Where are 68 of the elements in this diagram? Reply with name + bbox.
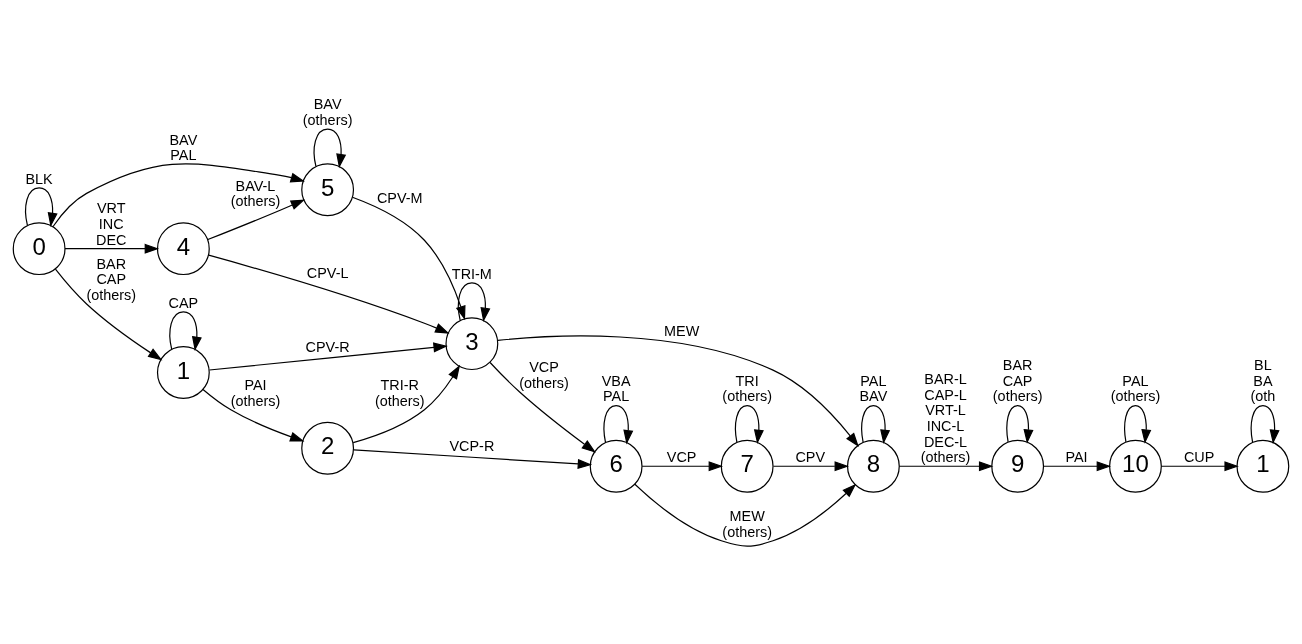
node-circle: 6 [589,439,643,493]
node-circle: 1 [156,346,210,399]
arrow [1043,461,1112,472]
node-circle: 8 [846,439,900,493]
edge-label: BAV (others) [302,96,353,128]
arrow [861,404,891,445]
arrow [1006,404,1034,444]
node-circle: 4 [156,222,210,276]
arrow [772,461,849,472]
arrow [457,282,491,323]
node-circle: 2 [301,421,355,475]
arrow [1250,404,1280,445]
edge-label: MEW (others) [722,508,772,540]
edge-label: BL BA (oth [1250,357,1276,405]
edge-label: PAL (others) [1110,372,1161,405]
arrow [1160,461,1239,472]
edge-label: BAR-L CAP-L VRT-L INC-L DEC-L (others) [920,371,971,466]
edge-label: CUP [1183,449,1215,466]
edge-label: BAR CAP (others) [86,255,137,303]
edge-label: TRI-M [451,265,492,282]
arrow [353,449,593,469]
arrow [497,335,859,447]
arrow [1124,404,1152,444]
edge-label: CPV-M [376,189,423,206]
edge-label: MEW [664,322,700,339]
arrow [313,128,347,169]
edge-label: PAL BAV [859,372,888,405]
arrow [207,199,306,241]
edge-label: CPV-L [306,265,349,282]
edge-label: VCP (others) [519,359,569,391]
arrow [169,311,202,351]
arrow [603,404,634,445]
edge-label: VCP [666,449,697,466]
edge-label: VRT INC DEC [96,200,127,248]
edge-label: VBA PAL [601,372,631,405]
edge-label: TRI (others) [722,372,772,405]
edge-label: CAP [168,294,199,311]
node-circle: 5 [301,163,355,217]
node-circle: 10 [1109,439,1162,493]
edge-label: CPV [795,449,826,466]
node-circle: 7 [720,439,774,493]
arrow [634,483,857,547]
arrow [489,361,596,453]
node-circle: 3 [445,317,499,371]
arrow [208,342,448,371]
edge-label: CPV-R [305,338,350,355]
edge-label: VCP-R [449,438,495,455]
edge-label: PAI (others) [230,377,281,409]
arrow [734,404,764,445]
node-circle: 0 [12,222,66,276]
edge-label: PAI [1065,449,1088,466]
arrow [64,243,160,254]
edge-label: BAR CAP (others) [992,357,1043,405]
arrow [54,268,163,361]
edge-label: BAV-L (others) [230,177,281,210]
arrow [52,163,305,228]
arrow [898,461,994,472]
arrow [352,364,461,444]
node-circle: 1 [1236,439,1290,493]
edge-label: BAV PAL [169,131,198,164]
arrow [641,461,724,472]
edge-label: BLK [25,170,53,187]
node-circle: 9 [991,439,1045,493]
arrow [351,196,466,321]
arrow [202,388,305,442]
arrow [25,187,58,228]
arrow [208,254,450,334]
edge-label: TRI-R (others) [374,377,425,409]
